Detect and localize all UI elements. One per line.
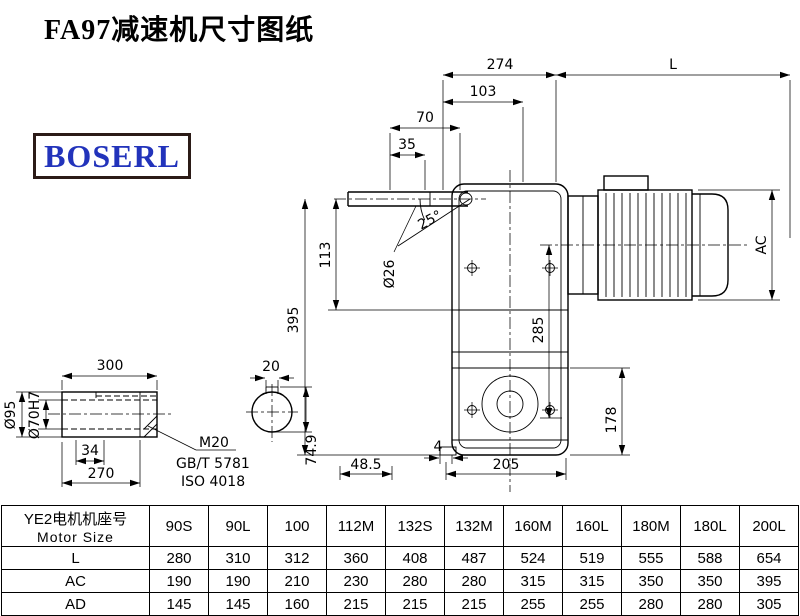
cell-L-132M: 487 <box>444 546 504 570</box>
dim-113: 113 <box>318 242 334 269</box>
dim-103: 103 <box>470 84 497 100</box>
column-header-112M: 112M <box>326 505 386 547</box>
column-header-160M: 160M <box>503 505 563 547</box>
table-row-L: L 280 310 312 360 408 487 524 519 555 58… <box>1 546 799 570</box>
shaft-dimension-lines <box>18 372 310 487</box>
row-label-AD: AD <box>1 592 150 616</box>
dim-48-5: 48.5 <box>350 457 381 473</box>
dim-AC: AC <box>754 235 770 254</box>
main-view: 274 L 103 70 35 25° Ø26 113 395 285 AC 1… <box>286 57 791 492</box>
cell-AC-90S: 190 <box>149 569 209 593</box>
page-title: FA97减速机尺寸图纸 <box>44 15 315 46</box>
motor-fan-cover <box>692 193 729 297</box>
dimension-table: YE2电机机座号 Motor Size 90S 90L 100 112M 132… <box>1 505 799 616</box>
motor-terminal-box <box>603 175 649 191</box>
brand-logo: BOSERL <box>33 133 191 179</box>
cell-AC-160M: 315 <box>503 569 563 593</box>
motor-fins <box>605 193 687 297</box>
cell-AD-100: 160 <box>267 592 327 616</box>
brand-logo-text: BOSERL <box>44 137 180 174</box>
column-header-100: 100 <box>267 505 327 547</box>
table-row-AC: AC 190 190 210 230 280 280 315 315 350 3… <box>1 569 799 593</box>
dim-205: 205 <box>493 457 520 473</box>
dim-dia26: Ø26 <box>382 259 398 288</box>
column-header-132S: 132S <box>385 505 445 547</box>
key-cross-section <box>246 384 298 442</box>
dim-270: 270 <box>88 466 115 482</box>
cell-AD-90L: 145 <box>208 592 268 616</box>
column-header-90S: 90S <box>149 505 209 547</box>
cell-L-180L: 588 <box>680 546 740 570</box>
label-iso-4018: ISO 4018 <box>181 474 245 490</box>
cell-AD-180M: 280 <box>621 592 681 616</box>
cell-AD-132S: 215 <box>385 592 445 616</box>
dim-285: 285 <box>531 317 547 344</box>
cell-AD-160L: 255 <box>562 592 622 616</box>
cell-AC-200L: 395 <box>739 569 799 593</box>
gearbox-housing <box>439 183 569 456</box>
dim-178: 178 <box>604 407 620 434</box>
cell-L-112M: 360 <box>326 546 386 570</box>
cell-AC-112M: 230 <box>326 569 386 593</box>
column-header-200L: 200L <box>739 505 799 547</box>
header-en: Motor Size <box>37 528 114 545</box>
dim-20: 20 <box>262 359 280 375</box>
header-cn: YE2电机机座号 <box>23 510 128 528</box>
shaft-extension-lines <box>16 380 312 487</box>
table-row-AD: AD 145 145 160 215 215 215 255 255 280 2… <box>1 592 799 616</box>
cell-L-160L: 519 <box>562 546 622 570</box>
cell-AC-100: 210 <box>267 569 327 593</box>
cell-L-200L: 654 <box>739 546 799 570</box>
dim-L: L <box>669 57 677 73</box>
cell-AC-132S: 280 <box>385 569 445 593</box>
shaft-detail-view: 300 20 34 270 Ø95 Ø70H7 74.9 M20 GB/T 57… <box>3 358 320 490</box>
cell-AC-90L: 190 <box>208 569 268 593</box>
dim-25deg: 25° <box>415 208 444 234</box>
extension-lines <box>297 80 791 480</box>
cell-AD-112M: 215 <box>326 592 386 616</box>
cell-AD-200L: 305 <box>739 592 799 616</box>
column-header-160L: 160L <box>562 505 622 547</box>
column-header-90L: 90L <box>208 505 268 547</box>
cell-AC-132M: 280 <box>444 569 504 593</box>
cell-AC-180L: 350 <box>680 569 740 593</box>
table-header-row: YE2电机机座号 Motor Size 90S 90L 100 112M 132… <box>1 505 799 547</box>
technical-drawing: 274 L 103 70 35 25° Ø26 113 395 285 AC 1… <box>3 57 791 492</box>
column-header-180L: 180L <box>680 505 740 547</box>
cell-AC-180M: 350 <box>621 569 681 593</box>
output-shaft <box>61 391 158 438</box>
cell-AD-90S: 145 <box>149 592 209 616</box>
table-header-motor-size: YE2电机机座号 Motor Size <box>1 505 150 547</box>
cell-L-160M: 524 <box>503 546 563 570</box>
cell-L-100: 312 <box>267 546 327 570</box>
cell-AD-180L: 280 <box>680 592 740 616</box>
dim-34: 34 <box>81 443 99 459</box>
dim-274: 274 <box>487 57 514 73</box>
dim-dia95: Ø95 <box>3 401 19 430</box>
cell-L-180M: 555 <box>621 546 681 570</box>
cell-AD-132M: 215 <box>444 592 504 616</box>
dim-4: 4 <box>434 439 443 455</box>
row-label-AC: AC <box>1 569 150 593</box>
label-gbt-5781: GB/T 5781 <box>176 456 250 472</box>
dimension-lines <box>301 71 790 478</box>
label-M20: M20 <box>199 435 229 451</box>
dim-35: 35 <box>398 137 416 153</box>
cell-L-90L: 310 <box>208 546 268 570</box>
row-label-L: L <box>1 546 150 570</box>
cell-AD-160M: 255 <box>503 592 563 616</box>
cell-AC-160L: 315 <box>562 569 622 593</box>
input-shaft <box>347 191 473 207</box>
dim-300: 300 <box>97 358 124 374</box>
dim-dia70H7: Ø70H7 <box>27 391 43 439</box>
cell-L-90S: 280 <box>149 546 209 570</box>
column-header-180M: 180M <box>621 505 681 547</box>
dim-74-9: 74.9 <box>304 434 320 465</box>
dim-70: 70 <box>416 110 434 126</box>
column-header-132M: 132M <box>444 505 504 547</box>
motor <box>567 175 729 301</box>
cell-L-132S: 408 <box>385 546 445 570</box>
angle-construction <box>397 198 471 247</box>
dim-395: 395 <box>286 307 302 334</box>
